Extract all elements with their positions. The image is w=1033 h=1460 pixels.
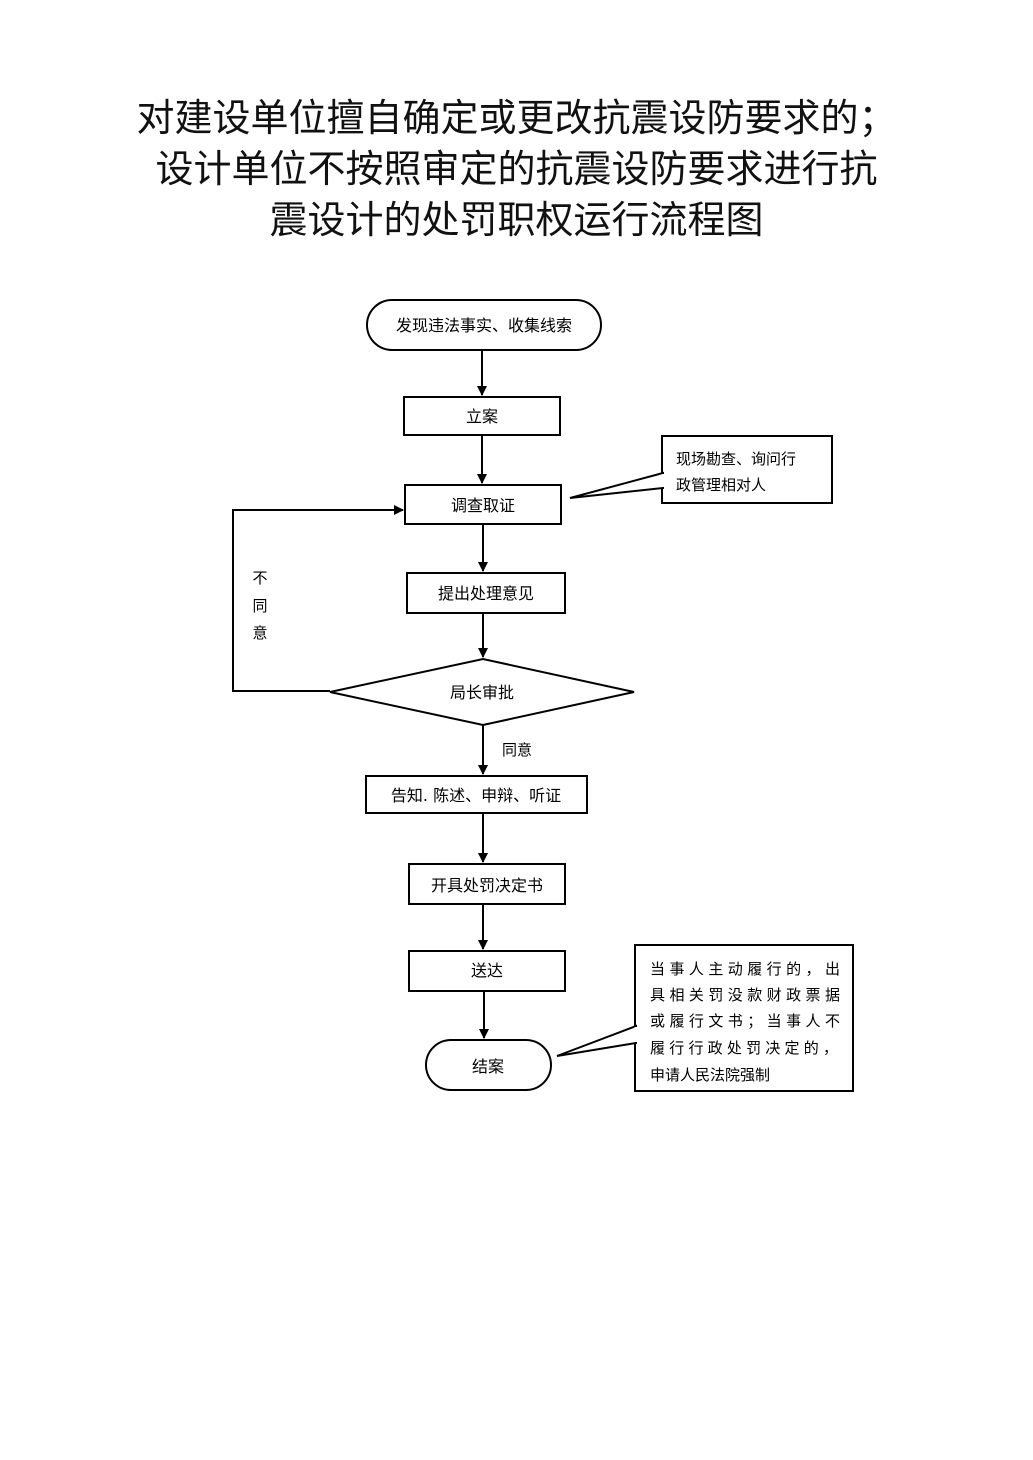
investigate-note: 现场勘查、询问行 政管理相对人 <box>569 435 833 504</box>
close-note: 当事人主动履行的，出 具相关罚没款财政票据 或履行文书；当事人不 履行行政处罚决… <box>556 944 854 1092</box>
investigate-note-line-2: 政管理相对人 <box>676 476 766 494</box>
disagree-label-3: 意 <box>252 624 267 642</box>
page-title-line-3: 震设计的处罚职权运行流程图 <box>269 198 764 242</box>
close-note-line-5: 申请人民法院强制 <box>650 1066 770 1084</box>
close-node: 结案 <box>425 1039 552 1091</box>
investigate-node: 调查取证 <box>404 484 562 525</box>
filing-node: 立案 <box>403 396 561 436</box>
decision-node: 开具处罚决定书 <box>408 863 566 905</box>
close-node-label: 结案 <box>472 1057 504 1076</box>
deliver-node-label: 送达 <box>471 961 503 980</box>
page-title-line-1: 对建设单位擅自确定或更改抗震设防要求的； <box>136 96 897 140</box>
notify-node-label: 告知. 陈述、申辩、听证 <box>391 786 561 805</box>
agree-label: 同意 <box>502 741 532 759</box>
start-node: 发现违法事实、收集线索 <box>366 299 602 351</box>
deliver-node: 送达 <box>408 950 566 992</box>
opinion-node: 提出处理意见 <box>406 572 566 614</box>
decision-node-label: 开具处罚决定书 <box>431 876 543 895</box>
filing-node-label: 立案 <box>466 407 498 426</box>
opinion-node-label: 提出处理意见 <box>438 584 534 603</box>
approval-node-label: 局长审批 <box>450 683 514 702</box>
disagree-label-2: 同 <box>252 597 267 615</box>
investigate-note-line-1: 现场勘查、询问行 <box>676 450 796 468</box>
disagree-label-1: 不 <box>252 569 267 587</box>
notify-node: 告知. 陈述、申辩、听证 <box>365 775 588 814</box>
start-node-label: 发现违法事实、收集线索 <box>396 316 572 335</box>
approval-node: 局长审批 <box>329 657 635 727</box>
arrow-disagree-loop <box>232 505 404 692</box>
investigate-node-label: 调查取证 <box>451 496 515 515</box>
page-title-line-2: 设计单位不按照审定的抗震设防要求进行抗 <box>155 147 878 191</box>
